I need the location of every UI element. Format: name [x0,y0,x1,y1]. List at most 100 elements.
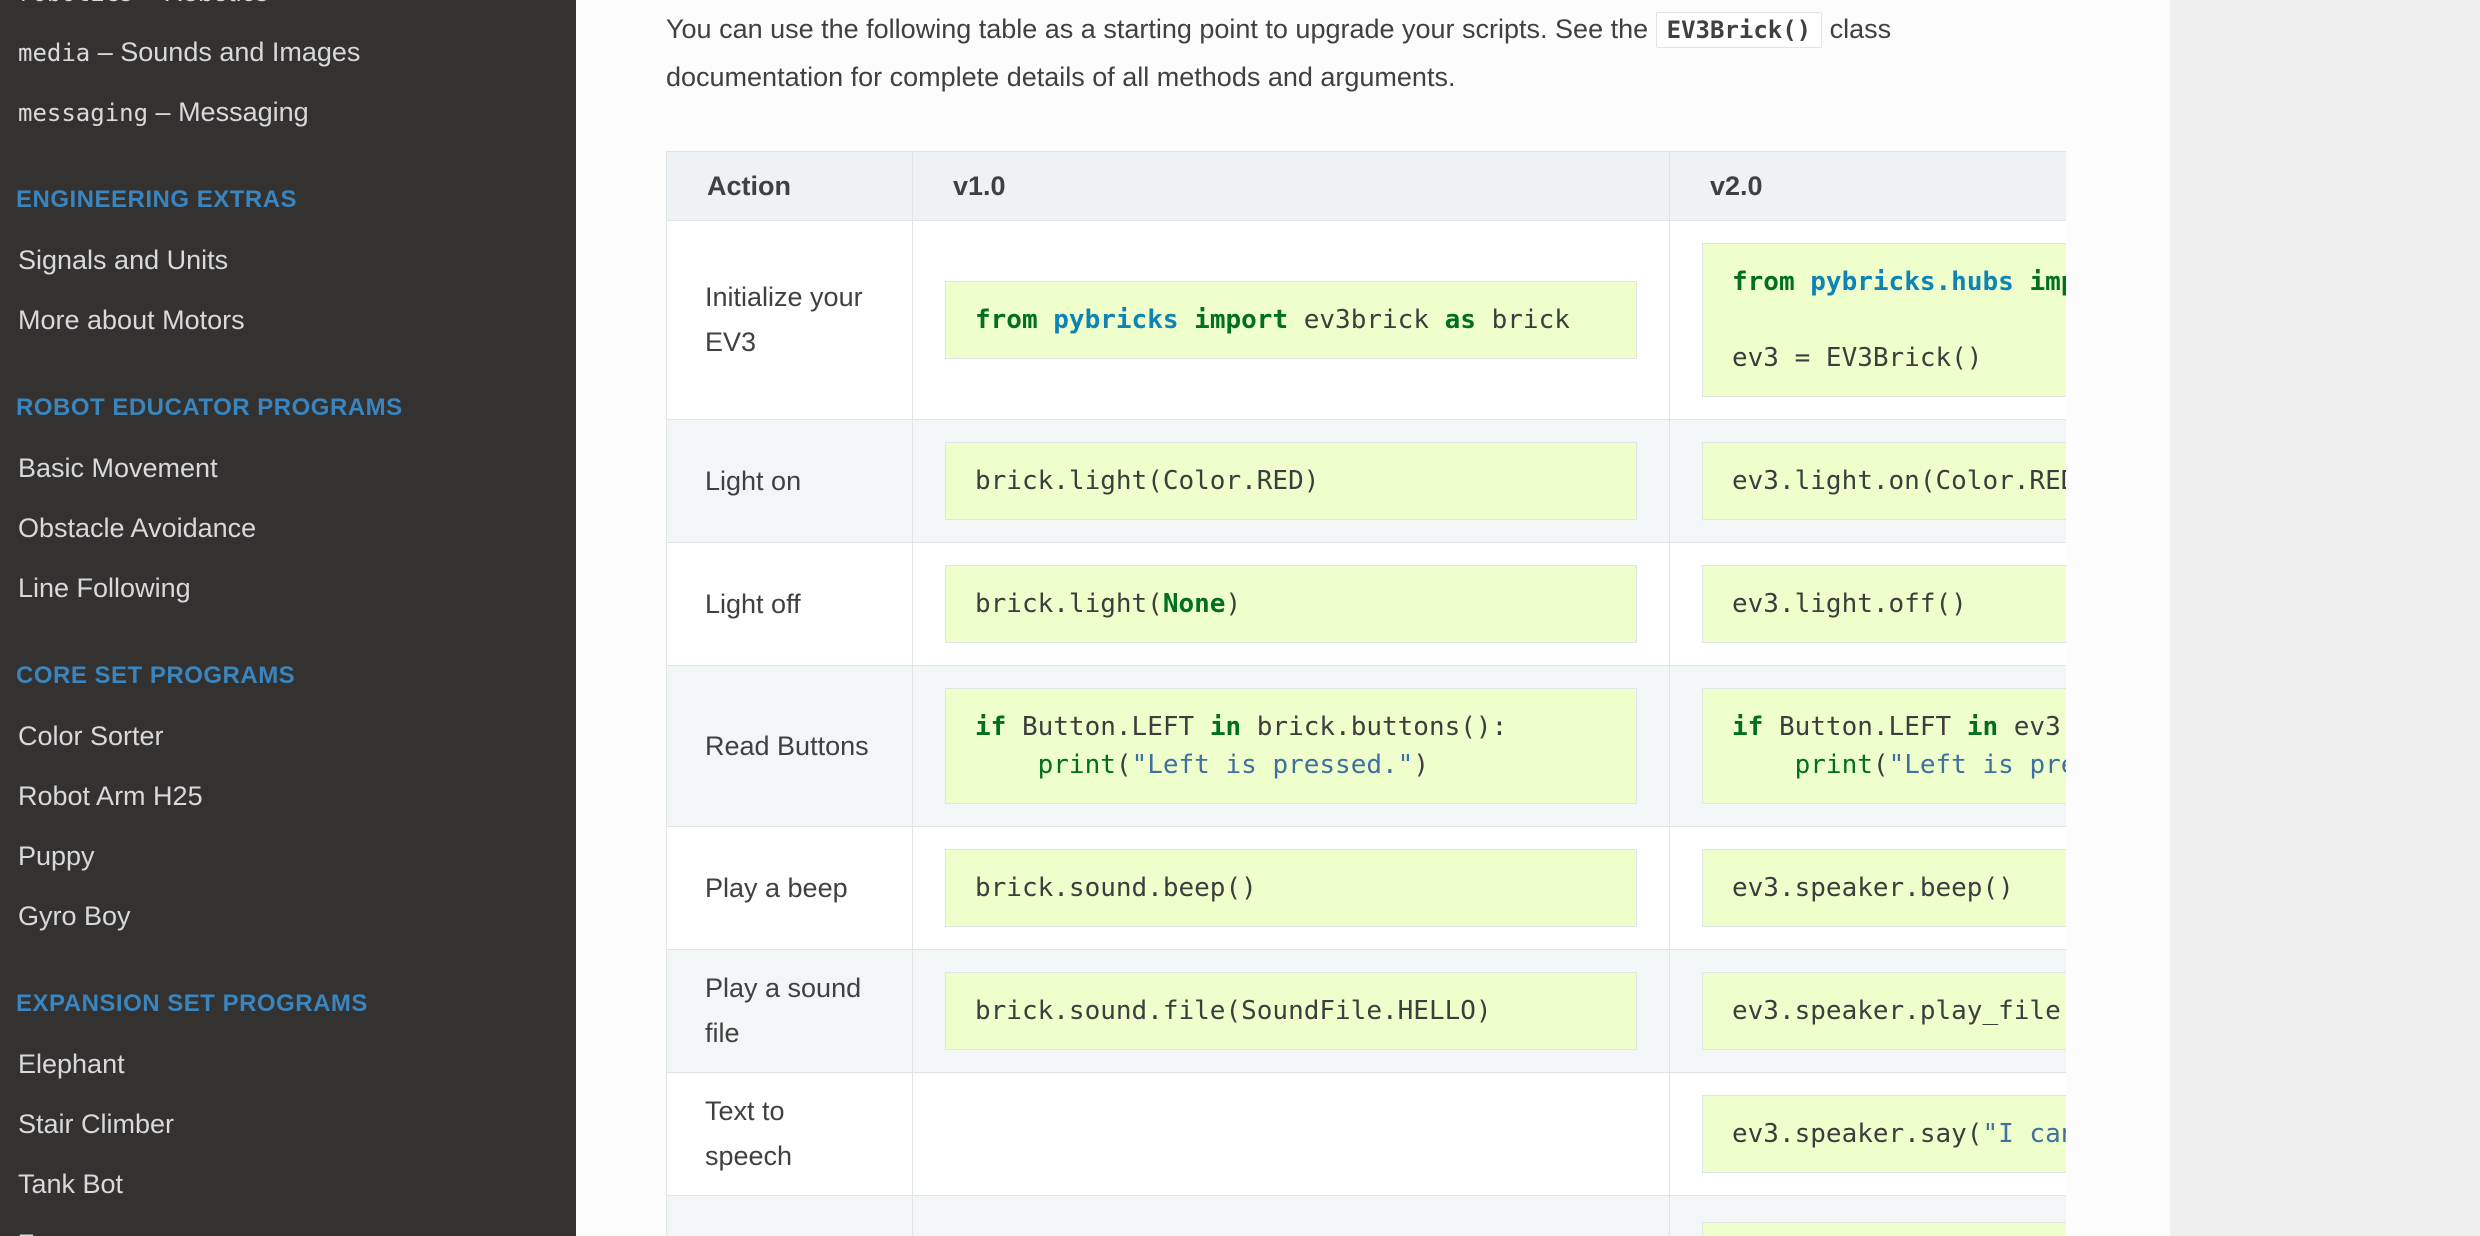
column-header-v1: v1.0 [912,151,1670,221]
table-row: Read Buttons if Button.LEFT in brick.butt… [666,665,2066,827]
code-block: ev3.speaker.beep() [1702,849,2066,927]
v1-code-cell: if Button.LEFT in brick.buttons(): print… [912,665,1670,827]
sidebar-menu: robotics – Robotics media – Sounds and Im… [0,0,576,1236]
code-line: from pybricks.hubs import EV3Brick [1732,267,2066,297]
code-block: ev3.light.off() [1702,565,2066,643]
sidebar-item[interactable]: Elephant [18,1049,125,1079]
sidebar-item[interactable]: Puppy [18,841,95,871]
column-header-action: Action [666,151,913,221]
code-line: ev3.speaker.say("I can speak!") [1732,1119,2066,1149]
v1-code-cell: brick.light(Color.RED) [912,419,1670,543]
code-line: ev3.light.off() [1732,589,1967,619]
right-gutter [2170,0,2480,1236]
v2-code-cell: ev3.light.off() [1669,542,2066,666]
v2-code-cell: ev3.speaker.beep() [1669,826,2066,950]
code-line: from pybricks import ev3brick as brick [975,305,1570,335]
sidebar-item[interactable]: robotics – Robotics [0,0,576,22]
sidebar-section-caption: EXPANSION SET PROGRAMS [16,990,368,1017]
code-line [1732,301,2066,339]
sidebar-item[interactable]: Signals and Units [18,245,229,275]
sidebar-item[interactable]: Znap [0,1214,576,1236]
v2-code-cell: ev3.speaker.play_file(SoundFile.HELLO) [1669,949,2066,1073]
code-block: from pybricks import ev3brick as brick [945,281,1637,359]
table-row: Light on brick.light(Color.RED) ev3.light.… [666,419,2066,543]
code-line: if Button.LEFT in brick.buttons(): [975,712,1508,742]
code-block: brick.light(Color.RED) [945,442,1637,520]
code-block: if Button.LEFT in ev3.buttons.pressed():… [1702,688,2066,804]
main-content: You can use the following table as a sta… [576,0,2170,1236]
v1-code-cell: brick.light(None) [912,542,1670,666]
table-row: Light off brick.light(None) ev3.light.off(… [666,542,2066,666]
code-line: brick.light(None) [975,589,1242,619]
code-line: brick.light(Color.RED) [975,466,1320,496]
v2-code-cell: ev3.light.on(Color.RED) [1669,419,2066,543]
sidebar-section-caption: CORE SET PROGRAMS [16,662,296,689]
action-label-cell: Light off [666,542,913,666]
action-label-cell: Light on [666,419,913,543]
table-row: Play [666,1195,2066,1236]
code-block: brick.sound.file(SoundFile.HELLO) [945,972,1637,1050]
sidebar-item[interactable]: Obstacle Avoidance [18,513,257,543]
action-label-cell: Read Buttons [666,665,913,827]
sidebar-item[interactable]: Stair Climber [18,1109,175,1139]
code-line: ev3.speaker.beep() [1732,873,2014,903]
v1-code-cell: from pybricks import ev3brick as brick [912,220,1670,420]
sidebar-section-caption: ENGINEERING EXTRAS [16,186,298,213]
v1-code-cell: brick.sound.beep() [912,826,1670,950]
intro-text-before: You can use the following table as a sta… [666,14,1656,44]
sidebar-item-module-name: media [18,39,91,67]
code-block: brick.sound.beep() [945,849,1637,927]
code-block: brick.light(None) [945,565,1637,643]
sidebar-item[interactable]: Robot Arm H25 [18,781,203,811]
v2-code-cell: if Button.LEFT in ev3.buttons.pressed():… [1669,665,2066,827]
action-label-cell: Play a beep [666,826,913,950]
sidebar-item[interactable]: Color Sorter [18,721,164,751]
v2-code-cell: ev3.speaker.say("I can speak!") [1669,1072,2066,1196]
intro-paragraph: You can use the following table as a sta… [666,6,2066,101]
code-block: ev3.speaker.say("I can speak!") [1702,1095,2066,1173]
sidebar-item[interactable]: messaging – Messaging [18,97,309,127]
table-row: Play a beep brick.sound.beep() ev3.speaker… [666,826,2066,950]
v1-code-cell [912,1072,1670,1196]
table-row: Play a sound file brick.sound.file(SoundF… [666,949,2066,1073]
code-line: print("Left is pressed.") [1794,750,2066,780]
column-header-v2: v2.0 [1669,151,2066,221]
action-label-cell: Text to speech [666,1072,913,1196]
intro-text-after: class documentation for complete details… [666,14,1892,92]
table-header-row: Action v1.0 v2.0 [666,151,2066,221]
code-line: ev3.light.on(Color.RED) [1732,466,2066,496]
code-line: ev3 = EV3Brick() [1732,343,1983,373]
v2-code-cell [1669,1195,2066,1236]
sidebar-item[interactable]: Tank Bot [18,1169,124,1199]
migration-table: Action v1.0 v2.0 Initialize your EV3 from… [666,151,2066,1236]
v2-code-cell: from pybricks.hubs import EV3Brick ev3 = … [1669,220,2066,420]
code-line: if Button.LEFT in ev3.buttons.pressed(): [1732,712,2066,742]
sidebar-item[interactable]: Gyro Boy [18,901,131,931]
sidebar-section-caption: ROBOT EDUCATOR PROGRAMS [16,394,403,421]
code-line: brick.sound.file(SoundFile.HELLO) [975,996,1492,1026]
code-block [1702,1222,2066,1236]
sidebar-item-module-name: messaging [18,99,149,127]
sidebar-item[interactable]: Basic Movement [18,453,218,483]
v1-code-cell: brick.sound.file(SoundFile.HELLO) [912,949,1670,1073]
code-line: print("Left is pressed.") [1037,750,1429,780]
action-label-cell: Initialize your EV3 [666,220,913,420]
migration-table-wrapper: Action v1.0 v2.0 Initialize your EV3 from… [666,151,2066,1236]
code-block: ev3.light.on(Color.RED) [1702,442,2066,520]
code-block: ev3.speaker.play_file(SoundFile.HELLO) [1702,972,2066,1050]
code-block: from pybricks.hubs import EV3Brick ev3 = … [1702,243,2066,397]
table-row: Initialize your EV3 from pybricks import … [666,220,2066,420]
table-row: Text to speech ev3.speaker.say("I can spe… [666,1072,2066,1196]
sidebar-item[interactable]: More about Motors [18,305,245,335]
ev3brick-code-link[interactable]: EV3Brick() [1655,12,1823,48]
sidebar-item[interactable]: Line Following [18,573,191,603]
sidebar: robotics – Robotics media – Sounds and Im… [0,0,576,1236]
code-line: ev3.speaker.play_file(SoundFile.HELLO) [1732,996,2066,1026]
sidebar-item-module-name: robotics [18,0,134,7]
v1-code-cell [912,1195,1670,1236]
action-label-cell: Play a sound file [666,949,913,1073]
sidebar-item[interactable]: media – Sounds and Images [18,37,361,67]
action-label-cell: Play [666,1195,913,1236]
code-block: if Button.LEFT in brick.buttons(): print… [945,688,1637,804]
code-line: brick.sound.beep() [975,873,1257,903]
